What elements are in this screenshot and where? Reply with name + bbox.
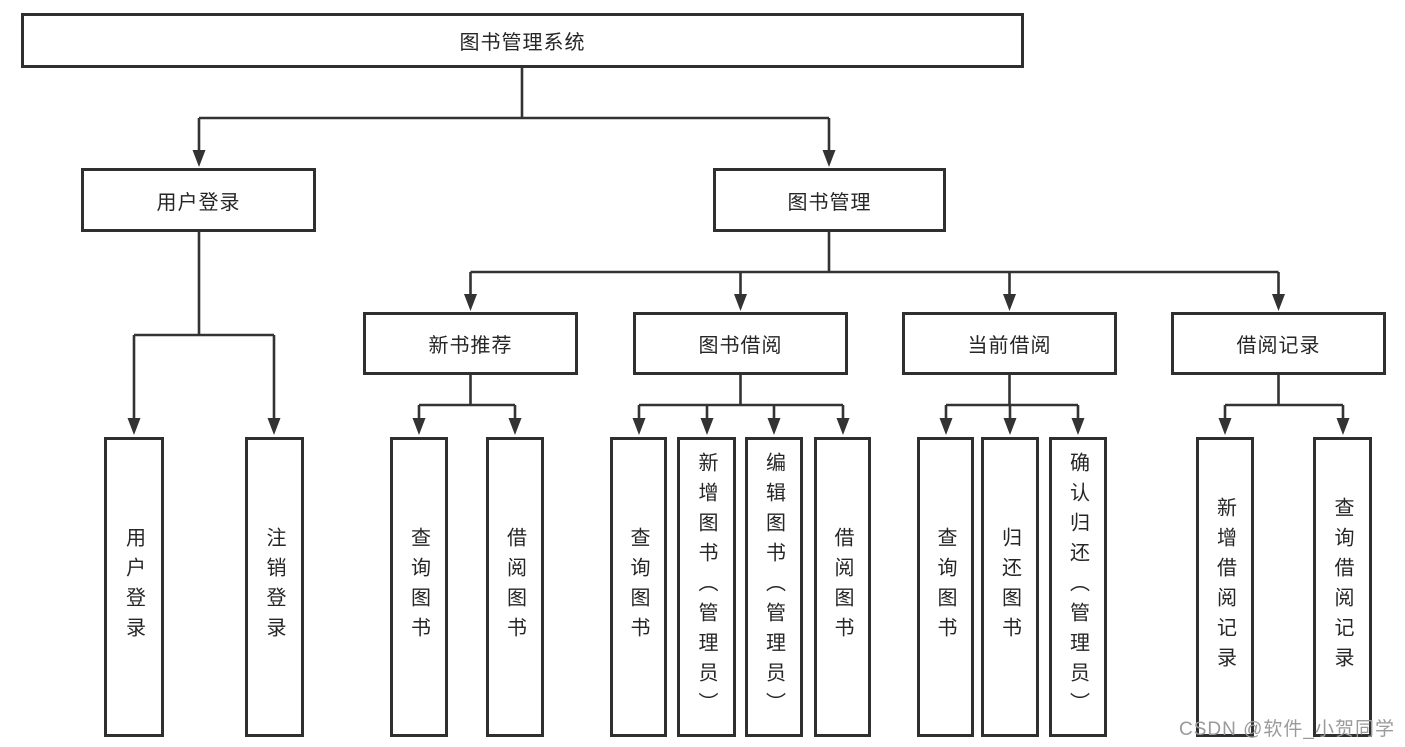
leaf-add-borrow-record: 新增借阅记录 xyxy=(1196,437,1254,737)
leaf-edit-book-admin: 编辑图书（管理员） xyxy=(745,437,803,737)
node-borrow-records: 借阅记录 xyxy=(1171,312,1386,375)
leaf-borrow-books-recommend: 借阅图书 xyxy=(486,437,544,737)
arrowhead xyxy=(1218,418,1232,435)
leaf-query-books-borrow: 查询图书 xyxy=(610,437,667,737)
arrowhead xyxy=(412,418,426,435)
leaf-logout: 注销登录 xyxy=(245,437,304,737)
arrowhead xyxy=(464,294,477,311)
arrowhead xyxy=(632,418,646,435)
leaf-confirm-return-admin: 确认归还（管理员） xyxy=(1049,437,1107,737)
arrowhead xyxy=(822,150,836,167)
node-user-login: 用户登录 xyxy=(81,168,316,232)
arrowhead xyxy=(508,418,522,435)
arrowhead xyxy=(1003,418,1017,435)
node-root: 图书管理系统 xyxy=(21,13,1024,68)
tree-edges xyxy=(127,68,1350,435)
arrowhead xyxy=(192,150,206,167)
arrowhead xyxy=(1336,418,1350,435)
leaf-borrow-books: 借阅图书 xyxy=(814,437,871,737)
arrowhead xyxy=(1003,294,1016,311)
csdn-watermark: CSDN @软件_小贺同学 xyxy=(1179,719,1395,740)
leaf-query-books-current: 查询图书 xyxy=(917,437,974,737)
arrowhead xyxy=(700,418,714,435)
node-new-book-recommend: 新书推荐 xyxy=(363,312,578,375)
arrowhead xyxy=(836,418,850,435)
arrowhead xyxy=(1071,418,1085,435)
arrowhead xyxy=(1272,294,1285,311)
leaf-user-login: 用户登录 xyxy=(104,437,164,737)
arrowhead xyxy=(267,418,281,435)
arrowhead xyxy=(127,418,141,435)
leaf-return-book: 归还图书 xyxy=(981,437,1039,737)
leaf-add-book-admin: 新增图书（管理员） xyxy=(677,437,736,737)
node-book-management: 图书管理 xyxy=(713,168,946,232)
arrowhead xyxy=(734,294,747,311)
node-book-borrow: 图书借阅 xyxy=(633,312,848,375)
arrowhead xyxy=(767,418,781,435)
arrowhead xyxy=(939,418,953,435)
leaf-query-books-recommend: 查询图书 xyxy=(390,437,448,737)
node-current-borrow: 当前借阅 xyxy=(902,312,1117,375)
leaf-query-borrow-record: 查询借阅记录 xyxy=(1313,437,1372,737)
